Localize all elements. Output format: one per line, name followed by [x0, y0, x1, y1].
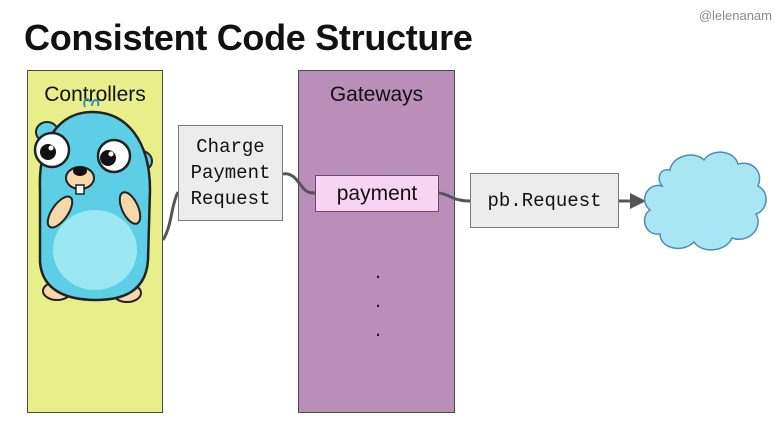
gateways-column: Gateways: [298, 70, 455, 413]
slide-title: Consistent Code Structure: [24, 17, 473, 58]
pb-request-label: pb.Request: [487, 189, 602, 212]
gopher-icon: [33, 98, 153, 303]
pb-request-box: pb.Request: [470, 173, 619, 228]
connector-payment-pb: [438, 191, 471, 203]
charge-label-line-3: Request: [190, 188, 271, 210]
ellipsis-dot: .: [374, 287, 382, 312]
charge-label-line-2: Payment: [190, 162, 271, 184]
payment-label: payment: [336, 181, 418, 205]
cloud-icon: [643, 151, 767, 251]
connector-controllers-charge: [161, 191, 180, 241]
more-gateways-ellipsis: . . .: [368, 256, 388, 343]
author-handle: @lelenanam: [698, 8, 772, 23]
charge-label-line-1: Charge: [196, 136, 265, 158]
ellipsis-dot: .: [374, 258, 382, 283]
connector-charge-payment: [282, 172, 316, 195]
charge-payment-request-box: Charge Payment Request: [178, 125, 283, 221]
ellipsis-dot: .: [374, 316, 382, 341]
arrow-head: [630, 193, 646, 209]
controllers-label: Controllers: [44, 83, 146, 106]
payment-box: payment: [315, 175, 439, 212]
gateways-label: Gateways: [329, 83, 424, 106]
